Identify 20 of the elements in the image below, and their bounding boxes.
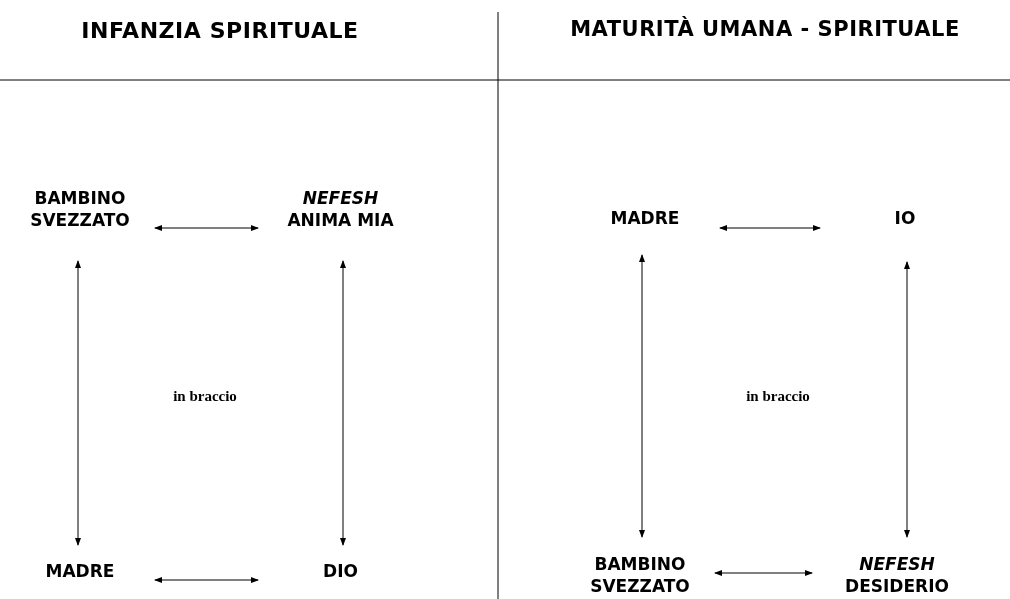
double-arrow bbox=[904, 261, 910, 538]
column-heading: MATURITÀ UMANA - SPIRITUALE bbox=[569, 15, 961, 43]
double-arrow bbox=[154, 577, 259, 583]
term-text: NEFESH ANIMA MIA bbox=[286, 187, 395, 231]
term-text: BAMBINO SVEZZATO bbox=[589, 553, 691, 597]
double-arrow bbox=[154, 225, 259, 231]
center-label: in braccio bbox=[172, 387, 238, 406]
double-arrow bbox=[75, 260, 81, 546]
term-text: BAMBINO SVEZZATO bbox=[29, 187, 131, 231]
center-label: in braccio bbox=[745, 387, 811, 406]
term-text: MADRE bbox=[609, 207, 681, 229]
double-arrow bbox=[719, 225, 821, 231]
term-text: IO bbox=[893, 207, 917, 229]
double-arrow bbox=[639, 254, 645, 538]
double-arrow bbox=[714, 570, 813, 576]
column-heading: INFANZIA SPIRITUALE bbox=[80, 17, 360, 45]
term-text: MADRE bbox=[44, 560, 116, 582]
double-arrow bbox=[340, 260, 346, 546]
term-text: DIO bbox=[322, 560, 359, 582]
term-text: NEFESH DESIDERIO bbox=[844, 553, 950, 597]
